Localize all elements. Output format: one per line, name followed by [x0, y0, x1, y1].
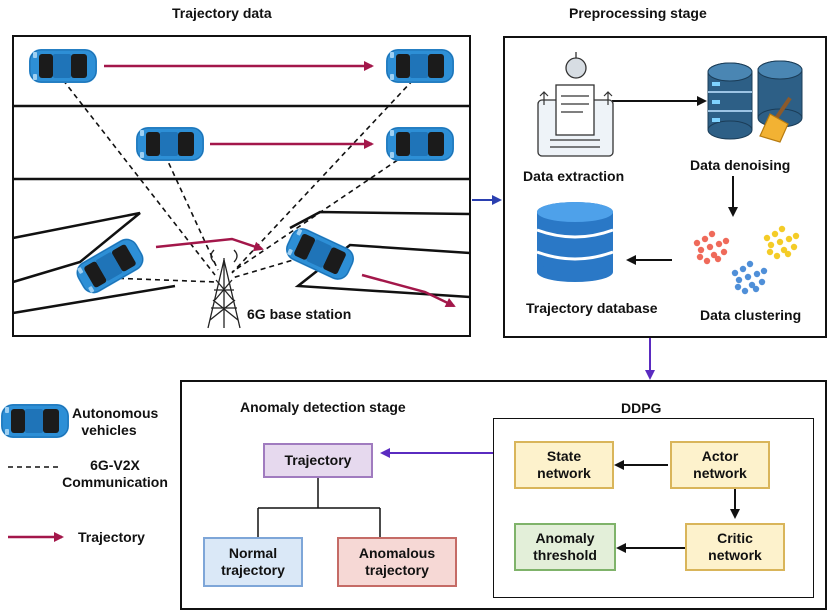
database-icon — [536, 202, 614, 282]
cluster-dot — [763, 234, 771, 242]
cluster-dot — [696, 253, 704, 261]
trajectory-arrow — [155, 237, 264, 252]
cluster-dot — [778, 225, 786, 233]
broom-icon — [759, 96, 792, 143]
anomaly-stage-title: Anomaly detection stage — [240, 399, 406, 415]
cluster-dot — [752, 285, 760, 293]
data-clustering-label: Data clustering — [700, 307, 802, 323]
cluster-dot — [767, 241, 775, 249]
data-denoising-label: Data denoising — [690, 157, 791, 173]
cluster-dot — [734, 283, 742, 291]
database-icon — [707, 60, 803, 140]
cluster-dot — [739, 265, 747, 273]
cluster-dot — [714, 255, 722, 263]
trajectory-node: Trajectory — [263, 443, 373, 478]
cluster-dot — [758, 278, 766, 286]
legend-trajectory: Trajectory — [78, 529, 145, 545]
trajectory-database-label: Trajectory database — [526, 300, 658, 316]
preprocessing-frame — [503, 36, 827, 338]
car-icon — [385, 48, 455, 84]
cluster-dot — [710, 251, 718, 259]
cluster-dot — [766, 248, 774, 256]
ddpg-frame — [493, 418, 814, 598]
cluster-dot — [720, 248, 728, 256]
cluster-dot — [776, 238, 784, 246]
cluster-dot — [785, 235, 793, 243]
data-extraction-label: Data extraction — [523, 168, 625, 184]
cluster-dot — [746, 260, 754, 268]
road-line — [12, 211, 141, 284]
cluster-dot — [701, 235, 709, 243]
trajectory-data-title: Trajectory data — [172, 5, 272, 21]
tree-connector — [257, 478, 381, 537]
cluster-dot — [693, 239, 701, 247]
cluster-dot — [780, 246, 788, 254]
road-line — [12, 284, 176, 315]
car-icon — [28, 48, 98, 84]
cluster-dot — [731, 269, 739, 277]
cluster-dot — [773, 252, 781, 260]
cluster-dots-icon — [693, 225, 800, 295]
cluster-dot — [784, 250, 792, 258]
cluster-dot — [697, 246, 705, 254]
cluster-dot — [703, 257, 711, 265]
cluster-dot — [722, 237, 730, 245]
cluster-dot — [715, 240, 723, 248]
trajectory-arrow — [361, 273, 456, 308]
cluster-dot — [753, 270, 761, 278]
cluster-dot — [708, 230, 716, 238]
anomaly-stage-frame — [180, 380, 827, 610]
base-station-label: 6G base station — [247, 306, 352, 322]
cluster-dot — [744, 273, 752, 281]
cluster-dot — [706, 243, 714, 251]
preprocessing-title: Preprocessing stage — [569, 5, 707, 21]
cluster-dot — [790, 243, 798, 251]
document-robot-icon — [537, 52, 614, 157]
cluster-dot — [771, 230, 779, 238]
ddpg-title: DDPG — [621, 400, 662, 416]
cluster-dot — [748, 281, 756, 289]
v2x-links — [62, 79, 414, 283]
car-icon — [135, 126, 205, 162]
cluster-dot — [792, 232, 800, 240]
cell-tower-icon — [207, 249, 241, 329]
cluster-dot — [735, 276, 743, 284]
car-icon — [385, 126, 455, 162]
cluster-dot — [760, 267, 768, 275]
cluster-dot — [741, 287, 749, 295]
car-icon — [0, 403, 70, 439]
